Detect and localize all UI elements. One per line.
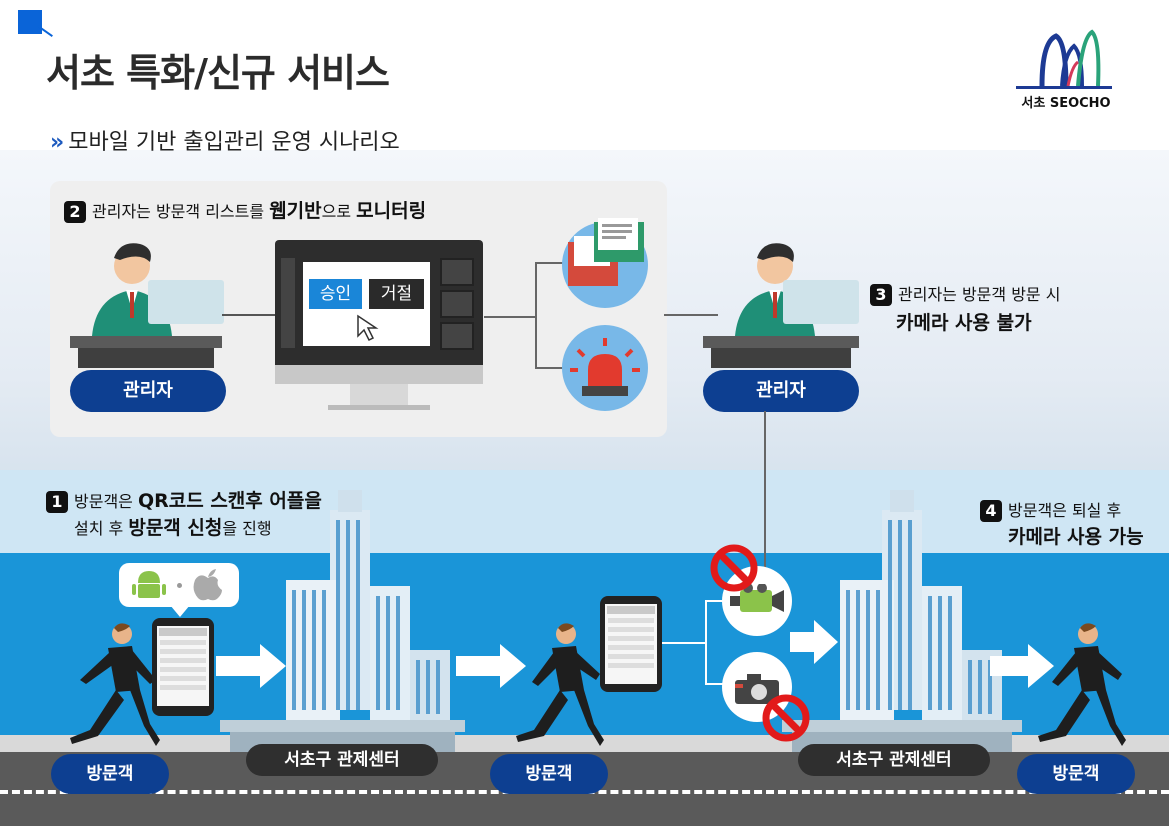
- reject-button[interactable]: 거절: [369, 279, 424, 309]
- monitor-chin: [275, 365, 483, 384]
- step-2-number: 2: [64, 201, 86, 223]
- phone-app-form: [600, 596, 662, 692]
- connector-line: [484, 316, 536, 318]
- connector-line: [535, 367, 565, 369]
- bubble-tail: [170, 605, 190, 617]
- step-1-number: 1: [46, 491, 68, 513]
- step-4-caption: 4 방문객은 퇴실 후 카메라 사용 가능: [980, 499, 1144, 549]
- manager-left-icon: [70, 243, 224, 368]
- email-icon: [568, 218, 644, 286]
- manager-left-label: 관리자: [70, 370, 226, 412]
- control-center-label-1: 서초구 관제센터: [246, 744, 438, 776]
- subtitle-text: 모바일 기반 출입관리 운영 시나리오: [68, 130, 400, 155]
- step-2-caption: 2 관리자는 방문객 리스트를 웹기반으로 모니터링: [64, 199, 426, 224]
- connector-line: [222, 314, 276, 316]
- connector-line: [664, 314, 718, 316]
- siren-icon: [570, 338, 640, 396]
- monitor-side-panels: [440, 258, 474, 350]
- visitor-walking-icon: [70, 623, 160, 746]
- page-subtitle: »모바일 기반 출입관리 운영 시나리오: [50, 124, 400, 156]
- step-1-text-e: 을 진행: [222, 519, 272, 538]
- step-1-text-d: 방문객 신청: [128, 517, 223, 539]
- approve-button[interactable]: 승인: [309, 279, 362, 309]
- arrow-right-icon: [216, 644, 286, 688]
- apple-icon: [193, 569, 222, 601]
- arrow-right-icon: [790, 620, 838, 664]
- connector-line: [705, 600, 723, 602]
- photo-camera-icon: [735, 674, 779, 704]
- separator-dot: [177, 583, 182, 588]
- prohibited-icon: [762, 694, 810, 742]
- connector-line: [662, 642, 706, 644]
- phone-app-form: [152, 618, 214, 716]
- step-2-text-b: 웹기반: [269, 200, 322, 222]
- step-3-line2: 카메라 사용 불가: [896, 312, 1032, 334]
- chevron-right-icon: »: [50, 130, 65, 155]
- logo-text: 서초 SEOCHO: [1021, 96, 1111, 111]
- arrow-right-icon: [456, 644, 526, 688]
- manager-right-label: 관리자: [703, 370, 859, 412]
- monitor-base: [328, 405, 430, 410]
- manager-right-icon: [703, 243, 859, 368]
- monitor-stand: [350, 384, 408, 406]
- seocho-logo-icon: [1039, 29, 1101, 87]
- connector-line: [705, 600, 707, 684]
- step-1-text-a: 방문객은: [74, 492, 138, 511]
- arrow-right-icon: [990, 644, 1054, 688]
- prohibited-icon: [710, 544, 758, 592]
- step-4-line1: 방문객은 퇴실 후: [1008, 501, 1122, 520]
- step-2-text-a: 관리자는 방문객 리스트를: [92, 202, 270, 221]
- step-4-line2: 카메라 사용 가능: [1008, 526, 1144, 548]
- step-2-text-c: 으로: [321, 202, 357, 221]
- connector-line: [764, 411, 766, 571]
- step-3-caption: 3 관리자는 방문객 방문 시 카메라 사용 불가: [870, 283, 1060, 335]
- android-icon: [132, 571, 166, 598]
- step-1-caption: 1 방문객은 QR코드 스캔후 어플을 설치 후 방문객 신청을 진행: [46, 489, 322, 541]
- step-1-text-c: 설치 후: [74, 519, 129, 538]
- control-center-building-left: [220, 490, 465, 752]
- monitor-left-bar: [281, 258, 295, 348]
- connector-line: [535, 262, 565, 264]
- step-4-number: 4: [980, 500, 1002, 522]
- control-center-label-2: 서초구 관제센터: [798, 744, 990, 776]
- step-1-text-b: QR코드 스캔후 어플을: [137, 490, 322, 512]
- visitor-label-2: 방문객: [490, 754, 608, 794]
- connector-line: [535, 262, 537, 368]
- connector-line: [705, 683, 723, 685]
- logo-underline: [1016, 86, 1112, 89]
- corner-mark-icon: [18, 10, 42, 34]
- cursor-icon: [357, 314, 379, 342]
- light-band: [0, 470, 1169, 555]
- visitor-label-3: 방문객: [1017, 754, 1135, 794]
- step-3-number: 3: [870, 284, 892, 306]
- visitor-label-1: 방문객: [51, 754, 169, 794]
- video-camera-icon: [730, 584, 784, 612]
- step-2-text-d: 모니터링: [356, 200, 427, 222]
- visitor-walking-icon: [516, 623, 604, 746]
- page-title: 서초 특화/신규 서비스: [46, 51, 390, 95]
- step-3-line1: 관리자는 방문객 방문 시: [898, 285, 1061, 304]
- visitor-walking-icon: [1038, 623, 1126, 746]
